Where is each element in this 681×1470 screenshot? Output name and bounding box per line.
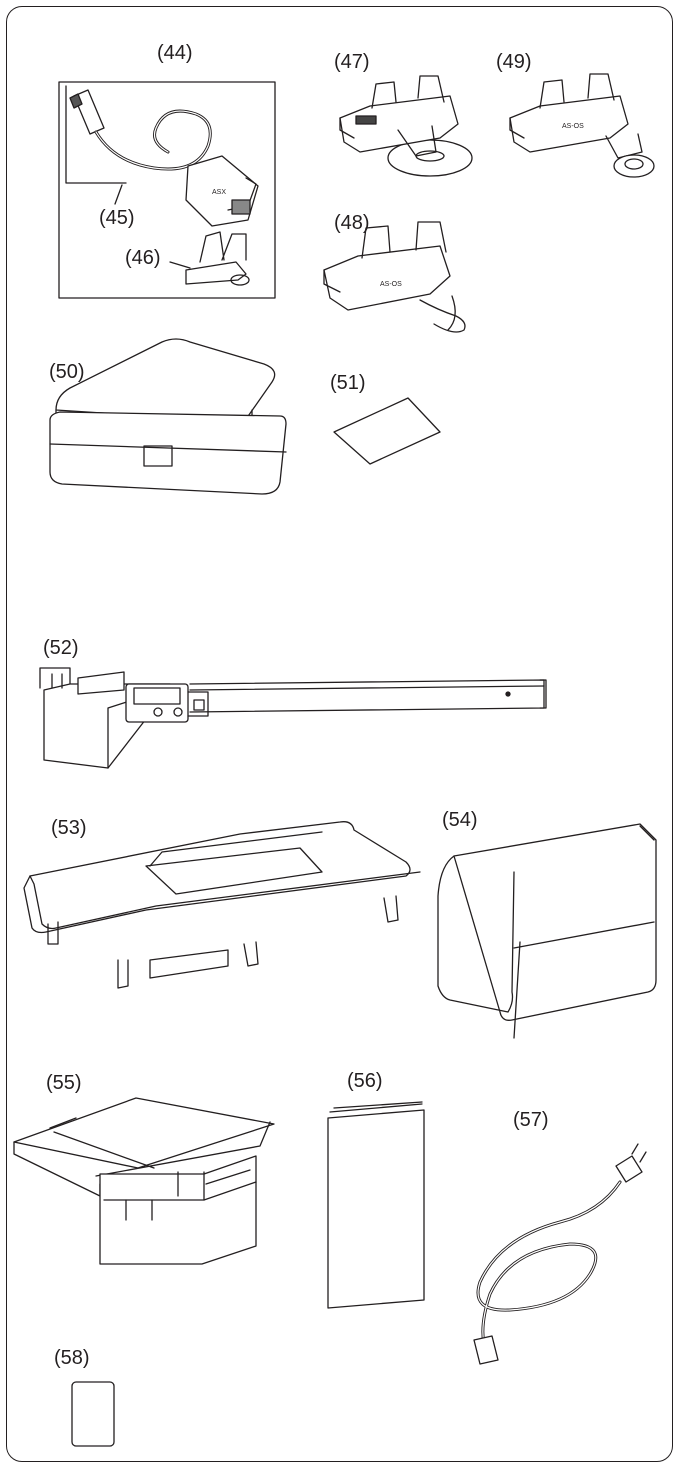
power-cord-57 xyxy=(474,1144,646,1364)
cloth-51 xyxy=(334,398,440,464)
foot-marking-49: AS-OS xyxy=(562,123,584,130)
part-label-53: (53) xyxy=(51,817,87,839)
part-label-50: (50) xyxy=(49,361,85,383)
small-foot-46 xyxy=(170,232,249,285)
part-label-56: (56) xyxy=(347,1070,383,1092)
part-label-54: (54) xyxy=(442,809,478,831)
foot-marking-48: AS-OS xyxy=(380,281,402,288)
page-frame xyxy=(6,6,673,1462)
part-label-57: (57) xyxy=(513,1109,549,1131)
part-label-52: (52) xyxy=(43,637,79,659)
part-label-49: (49) xyxy=(496,51,532,73)
instruction-book-56 xyxy=(328,1102,424,1308)
embroidery-foot-49: AS-OS xyxy=(510,74,654,177)
part-label-51: (51) xyxy=(330,372,366,394)
leader-45 xyxy=(115,185,122,204)
card-58 xyxy=(72,1382,114,1446)
accessory-box-55 xyxy=(14,1098,274,1264)
cover-54 xyxy=(438,824,656,1038)
accessory-case-50 xyxy=(50,339,286,494)
part-label-46: (46) xyxy=(125,247,161,269)
embroidery-foot-48: AS-OS xyxy=(324,222,465,332)
part-label-47: (47) xyxy=(334,51,370,73)
part-label-44: (44) xyxy=(157,42,193,64)
part-label-55: (55) xyxy=(46,1072,82,1094)
cable-marking: ASX xyxy=(212,189,226,196)
part-label-58: (58) xyxy=(54,1347,90,1369)
part-label-48: (48) xyxy=(334,212,370,234)
usb-cable-illustration: ASX xyxy=(70,90,258,226)
quilting-guide-52 xyxy=(40,668,546,768)
cable-kit-frame xyxy=(59,82,275,298)
extension-table-53 xyxy=(24,822,420,988)
embroidery-foot-47 xyxy=(340,76,472,176)
part-label-45: (45) xyxy=(99,207,135,229)
